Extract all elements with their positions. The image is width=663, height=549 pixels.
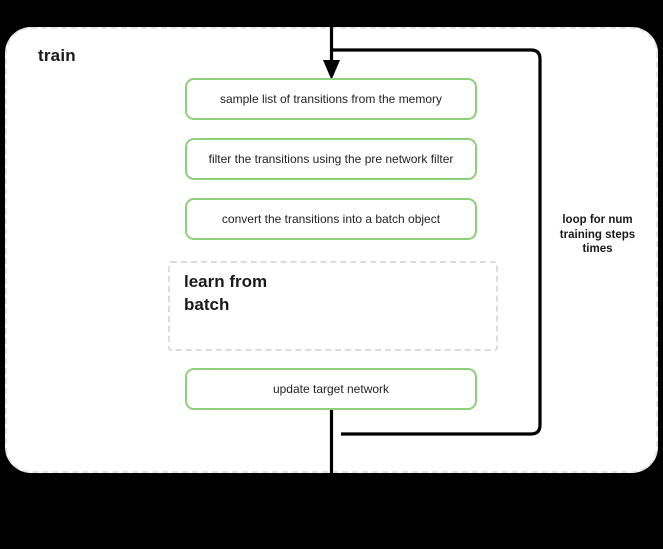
step-box-sample[interactable]: sample list of transitions from the memo… [185,78,477,120]
loop-caption: loop for num training steps times [545,213,650,257]
loop-caption-line-3: times [582,243,613,256]
subgroup-title-line-1: learn from [184,272,268,291]
step-box-convert[interactable]: convert the transitions into a batch obj… [185,198,477,240]
step-label-filter: filter the transitions using the pre net… [208,151,454,166]
subgroup-title-line-2: batch [184,294,230,314]
step-box-update-target-network[interactable]: update target network [185,368,477,410]
loop-caption-line-2: training steps [559,228,636,241]
step-label-sample: sample list of transitions from the memo… [219,91,443,106]
step-label-convert: convert the transitions into a batch obj… [221,211,441,226]
subgroup-title: learn from batch [184,271,344,317]
subgroup-learn-from-batch[interactable]: learn from batch [168,261,498,351]
step-label-update: update target network [272,381,390,396]
page-title: train [38,46,76,65]
loop-caption-line-1: loop for num [562,214,633,226]
step-box-filter[interactable]: filter the transitions using the pre net… [185,138,477,180]
